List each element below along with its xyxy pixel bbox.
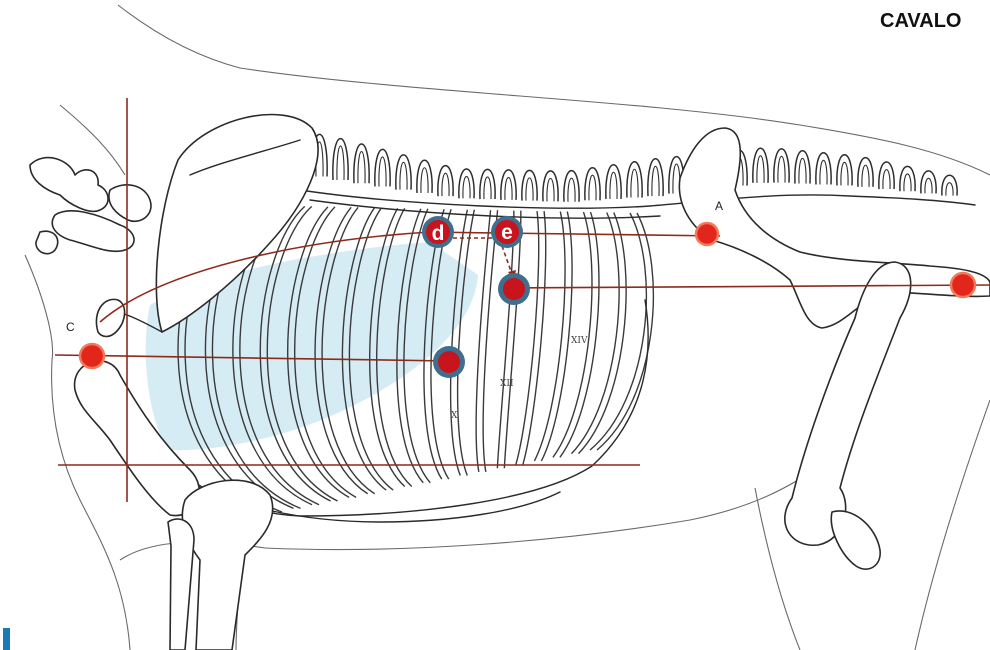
vertebra bbox=[879, 162, 894, 189]
rib-label-xii: XII bbox=[500, 379, 514, 389]
vertebra bbox=[333, 139, 348, 180]
rib bbox=[590, 213, 646, 450]
vertebra bbox=[417, 160, 432, 193]
ulna bbox=[168, 519, 194, 650]
vertebra bbox=[438, 166, 453, 196]
vertebra bbox=[354, 144, 369, 183]
vertebra bbox=[627, 162, 642, 198]
label-e: e bbox=[501, 221, 513, 244]
thigh-rear-outline bbox=[915, 400, 990, 650]
vertebra bbox=[900, 166, 915, 191]
vertebra bbox=[774, 149, 789, 183]
rib bbox=[553, 212, 592, 457]
vertebra bbox=[564, 171, 579, 202]
marker-ischium bbox=[951, 273, 975, 297]
e-arrow-line bbox=[502, 246, 512, 274]
point-of-shoulder bbox=[96, 299, 124, 336]
belly-outline bbox=[265, 462, 825, 550]
rib-edge bbox=[483, 210, 497, 472]
marker-core-lower bbox=[438, 351, 460, 373]
marker-c bbox=[80, 344, 104, 368]
cervical-vertebrae bbox=[30, 158, 151, 254]
cervical-vertebra bbox=[36, 231, 58, 253]
vertebra bbox=[396, 155, 411, 190]
rib-label-x: X bbox=[451, 411, 458, 421]
rib-label-xiv: XIV bbox=[571, 336, 588, 346]
vertebra bbox=[648, 159, 663, 196]
rib bbox=[497, 211, 513, 469]
diagram-title: CAVALO bbox=[880, 10, 961, 32]
label-d: d bbox=[432, 222, 445, 245]
label-c: C bbox=[66, 320, 75, 334]
vertebra bbox=[858, 158, 873, 187]
vertebra bbox=[543, 171, 558, 202]
marker-core-upper bbox=[503, 278, 525, 300]
marker-a bbox=[696, 223, 718, 245]
vertebra bbox=[795, 151, 810, 184]
vertebra bbox=[522, 170, 537, 200]
radius bbox=[182, 480, 272, 650]
blue-corner-mark bbox=[3, 628, 10, 650]
spine bbox=[228, 126, 957, 202]
patella bbox=[831, 511, 880, 569]
vertebra bbox=[459, 169, 474, 198]
rib-edge bbox=[578, 213, 626, 454]
cervical-vertebra bbox=[30, 158, 108, 212]
vertebra bbox=[585, 168, 600, 201]
vertebra bbox=[480, 169, 495, 199]
neck-outline bbox=[60, 105, 125, 175]
pelvis bbox=[679, 128, 990, 328]
vertebra bbox=[816, 153, 831, 185]
vertebra bbox=[837, 155, 852, 186]
vertebra bbox=[375, 149, 390, 186]
vertebra bbox=[921, 171, 936, 194]
rib-edge bbox=[597, 213, 653, 450]
vertebra bbox=[606, 165, 621, 199]
vertebra bbox=[942, 175, 957, 195]
vertebra bbox=[753, 148, 768, 183]
label-a: A bbox=[715, 199, 723, 213]
vertebra bbox=[501, 170, 516, 200]
cervical-vertebra bbox=[109, 185, 151, 222]
